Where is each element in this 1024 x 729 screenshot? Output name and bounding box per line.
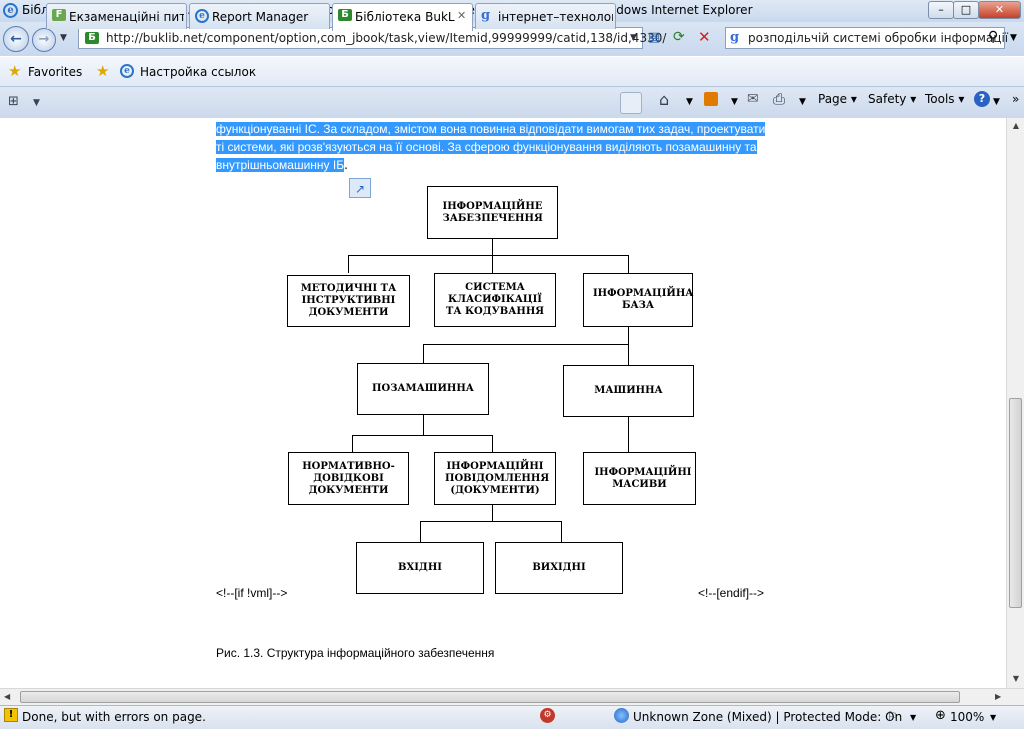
globe-icon [614,708,629,723]
vertical-scrollbar[interactable]: ▲ ▼ [1006,118,1024,688]
scroll-up-icon[interactable]: ▲ [1012,121,1020,130]
diagram-node-offline: ПОЗАМАШИННА [357,363,489,415]
scroll-right-icon[interactable]: ▶ [995,692,1002,701]
tab-internet-tech[interactable]: g інтернет–технології... [475,3,616,29]
vertical-scroll-thumb[interactable] [1009,398,1022,608]
forward-button[interactable]: → [32,28,56,52]
favorites-link-customize[interactable]: Настройка ссылок [140,65,257,79]
feeds-icon[interactable] [704,92,718,106]
figure-caption: Рис. 1.3. Структура інформаційного забез… [216,646,495,660]
tab-list-dropdown-icon[interactable]: ▼ [33,98,40,108]
more-commands-icon[interactable]: » [1012,92,1020,106]
zoom-level[interactable]: 100% [950,710,985,724]
favorites-button[interactable]: Favorites [28,65,83,79]
refresh-icon[interactable]: ⟳ [673,29,685,45]
diagram-node-methodical: МЕТОДИЧНІ ТА ІНСТРУКТИВНІ ДОКУМЕНТИ [287,275,410,327]
protected-mode-icon[interactable]: ⚐ [887,709,898,723]
favorites-star-icon: ★ [8,62,22,80]
tools-menu[interactable]: Tools ▾ [925,92,965,106]
diagram-node-root: ІНФОРМАЦІЙНЕ ЗАБЕЗПЕЧЕННЯ [427,186,558,239]
diagram-node-arrays: ІНФОРМАЦІЙНІ МАСИВИ [583,452,696,505]
diagram-node-normative: НОРМАТИВНО-ДОВІДКОВІ ДОКУМЕНТИ [288,452,409,505]
help-icon[interactable]: ? [974,91,990,107]
horizontal-scrollbar[interactable]: ◀ ▶ [0,688,1024,705]
status-bar [0,705,1024,729]
vml-comment-start: <!--[if !vml]--> [216,586,288,600]
back-button[interactable]: ← [3,26,29,52]
read-mail-icon[interactable]: ✉ [747,91,759,107]
add-favorite-icon[interactable]: ★ [96,62,110,80]
vml-comment-end: <!--[endif]--> [698,586,765,600]
quick-tabs-icon[interactable]: ⊞ [8,94,19,109]
tab-report-manager[interactable]: e Report Manager [189,3,330,29]
address-bar[interactable]: Б http://buklib.net/component/option,com… [78,27,666,49]
zone-dropdown-icon[interactable]: ▼ [910,713,917,722]
google-icon: g [730,30,740,45]
print-icon[interactable]: ⎙ [773,90,786,108]
selected-text-line: ті системи, які розв'язуються на її осно… [216,140,757,154]
status-text: Done, but with errors on page. [22,710,206,724]
search-input[interactable]: розподільчій системі обробки інформації [748,31,1009,45]
stop-icon[interactable]: ✕ [698,28,711,46]
help-dropdown-icon[interactable]: ▼ [993,97,1000,107]
maximize-button[interactable]: □ [953,1,979,19]
home-icon[interactable]: ⌂ [659,90,670,109]
diagram-node-classification: СИСТЕМА КЛАСИФІКАЦІЇ ТА КОДУВАННЯ [434,273,556,327]
close-button[interactable]: ✕ [978,1,1021,19]
warning-icon[interactable]: ! [4,708,18,722]
search-options-icon[interactable]: ▼ [1010,33,1017,43]
zoom-icon[interactable]: ⊕ [935,708,946,723]
tab-favicon-icon: F [52,9,66,21]
safety-menu[interactable]: Safety ▾ [868,92,917,106]
phishing-filter-icon[interactable]: ⚙ [540,708,555,723]
selected-paragraph: функціонуванні ІС. За складом, змістом в… [216,122,766,172]
minimize-button[interactable]: – [928,1,954,19]
search-icon[interactable]: ⚲ [988,29,999,45]
address-input[interactable]: http://buklib.net/component/option,com_j… [106,31,667,45]
history-dropdown-icon[interactable]: ▼ [60,33,67,43]
page-menu[interactable]: Page ▾ [818,92,857,106]
tab-buklib-icon: Б [338,9,352,21]
selected-text-line: функціонуванні ІС. За складом, змістом в… [216,122,766,136]
tab-close-icon[interactable]: ✕ [457,9,467,22]
home-dropdown-icon[interactable]: ▼ [686,97,693,107]
image-expand-icon[interactable]: ↗ [349,178,371,198]
print-dropdown-icon[interactable]: ▼ [799,97,806,107]
diagram-node-machine: МАШИННА [563,365,694,417]
diagram-node-info-base: ІНФОРМАЦІЙНА БАЗА [583,273,693,327]
site-favicon-icon: Б [85,32,99,44]
page-content: функціонуванні ІС. За складом, змістом в… [0,118,1006,688]
search-box[interactable]: g розподільчій системі обробки інформаці… [725,27,1009,49]
link-page-icon: e [120,64,134,78]
new-tab-button[interactable] [620,92,642,114]
selected-text-line: внутрішньомашинну ІБ [216,158,345,172]
favorites-bar [0,57,1024,87]
scroll-down-icon[interactable]: ▼ [1012,674,1020,683]
tab-exam-questions[interactable]: F Екзаменаційні пит... [46,3,187,29]
tab-ie-icon: e [195,9,209,23]
horizontal-scroll-thumb[interactable] [20,691,960,703]
tab-buklib-active[interactable]: Б Бібліотека BukL... ✕ [332,3,473,31]
tab-google-icon: g [481,8,491,23]
scroll-left-icon[interactable]: ◀ [4,692,11,701]
feeds-dropdown-icon[interactable]: ▼ [731,97,738,107]
compatibility-view-icon[interactable]: ▤ [648,30,661,45]
zone-status[interactable]: Unknown Zone (Mixed) | Protected Mode: O… [633,710,903,724]
diagram-node-input: ВХІДНІ [356,542,484,594]
ie-logo-icon: e [3,3,18,18]
zoom-dropdown-icon[interactable]: ▼ [990,713,997,722]
diagram-node-messages: ІНФОРМАЦІЙНІ ПОВІДОМЛЕННЯ (ДОКУМЕНТИ) [434,452,556,505]
diagram-node-output: ВИХІДНІ [495,542,623,594]
address-dropdown-icon[interactable]: ▼ [630,33,637,43]
